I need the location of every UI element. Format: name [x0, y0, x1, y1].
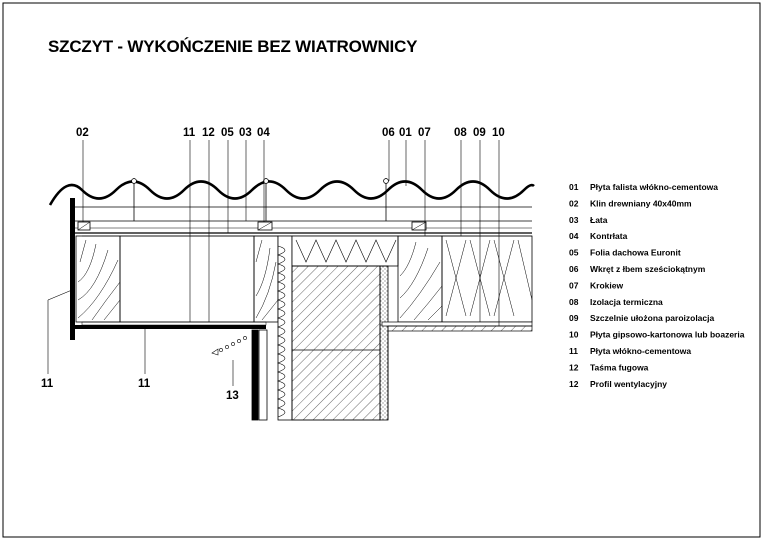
callout-09: 09: [473, 127, 486, 139]
timber-wedges: [77, 221, 427, 231]
ceiling-layers: [381, 321, 533, 420]
legend-number: 06: [569, 264, 579, 274]
screws: [131, 178, 389, 221]
corrugated-sheet: [48, 180, 535, 206]
legend-text: Krokiew: [590, 280, 623, 290]
legend-number: 03: [569, 215, 579, 225]
thermal-insulation: [441, 235, 533, 323]
legend-number: 09: [569, 313, 579, 323]
leader-lines: [47, 140, 500, 386]
roof-insulation-top: [291, 235, 399, 267]
legend-text: Izolacja termiczna: [590, 297, 663, 307]
callout-06: 06: [382, 127, 395, 139]
wall-battens: [251, 329, 268, 421]
legend-text: Płyta falista włókno-cementowa: [590, 182, 718, 192]
legend-number: 04: [569, 231, 579, 241]
callout-12: 12: [202, 127, 215, 139]
legend-text: Płyta włókno-cementowa: [590, 346, 691, 356]
legend-number: 02: [569, 198, 579, 208]
legend-text: Łata: [590, 215, 608, 225]
legend: 01 Płyta falista włókno-cementowa 02 Klin d…: [569, 182, 745, 389]
drawing-frame: [2, 2, 761, 538]
callout-04: 04: [257, 127, 270, 139]
page-title: SZCZYT - WYKOŃCZENIE BEZ WIATROWNICY: [48, 37, 418, 56]
legend-text: Płyta gipsowo-kartonowa lub boazeria: [590, 330, 745, 340]
callout-07: 07: [418, 127, 431, 139]
callout-10: 10: [492, 127, 505, 139]
legend-number: 12: [569, 362, 579, 372]
roof-battens: [74, 206, 532, 237]
legend-text: Klin drewniany 40x40mm: [590, 198, 692, 208]
legend-text: Kontrłata: [590, 231, 628, 241]
edge-board: [70, 198, 267, 340]
legend-text: Szczelnie ułożona paroizolacja: [590, 313, 714, 323]
callout-13: 13: [226, 390, 239, 402]
rafter-middle: [253, 235, 279, 323]
masonry-wall: [291, 265, 389, 421]
legend-text: Folia dachowa Euronit: [590, 248, 681, 258]
legend-number: 12: [569, 379, 579, 389]
rafter-left: [75, 235, 121, 323]
callout-11-edge: 11: [41, 378, 54, 390]
legend-number: 05: [569, 248, 579, 258]
legend-number: 01: [569, 182, 579, 192]
legend-number: 08: [569, 297, 579, 307]
callout-11: 11: [183, 127, 196, 139]
vent-void: [119, 235, 255, 323]
callout-11-soffit: 11: [138, 378, 151, 390]
air-flow-arrows: [211, 336, 247, 356]
callout-03: 03: [239, 127, 252, 139]
legend-number: 07: [569, 280, 579, 290]
callout-08: 08: [454, 127, 467, 139]
legend-number: 11: [569, 346, 578, 356]
callout-02: 02: [76, 127, 89, 139]
callout-05: 05: [221, 127, 234, 139]
wall-insulation: [277, 235, 293, 421]
callout-01: 01: [399, 127, 412, 139]
legend-number: 10: [569, 330, 579, 340]
legend-text: Taśma fugowa: [590, 362, 649, 372]
legend-text: Wkręt z łbem sześciokątnym: [590, 264, 706, 274]
rafter-right: [397, 235, 443, 323]
legend-text: Profil wentylacyjny: [590, 379, 667, 389]
